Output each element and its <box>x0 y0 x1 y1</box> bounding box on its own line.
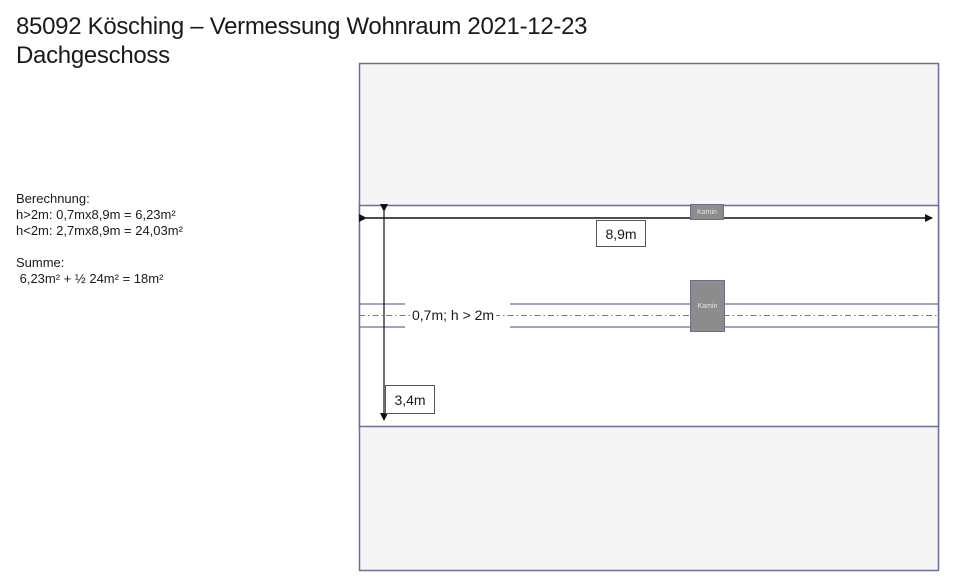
calculation-line-below-2m: h<2m: 2,7mx8,9m = 24,03m² <box>16 223 183 238</box>
chimney-top: Kamin <box>690 204 724 220</box>
width-label-text: 8,9m <box>605 225 637 242</box>
width-label: 8,9m <box>596 220 646 247</box>
chimney-top-label: Kamin <box>697 208 717 216</box>
calculation-heading: Berechnung: <box>16 191 90 206</box>
chimney-center: Kamin <box>690 280 725 332</box>
sum-line: 6,23m² + ½ 24m² = 18m² <box>16 271 164 286</box>
corridor-label: 0,7m; h > 2m <box>410 307 497 323</box>
calculation-block: Berechnung: h>2m: 0,7mx8,9m = 6,23m² h<2… <box>16 191 183 287</box>
title-line-floor: Dachgeschoss <box>16 42 170 69</box>
chimney-center-label: Kamin <box>697 302 718 310</box>
calculation-line-above-2m: h>2m: 0,7mx8,9m = 6,23m² <box>16 207 176 222</box>
depth-label: 3,4m <box>385 385 435 414</box>
depth-label-text: 3,4m <box>394 391 426 408</box>
sum-heading: Summe: <box>16 255 65 270</box>
page-title: 85092 Kösching – Vermessung Wohnraum 202… <box>16 12 587 70</box>
title-line-location: 85092 Kösching – Vermessung Wohnraum 202… <box>16 13 588 40</box>
